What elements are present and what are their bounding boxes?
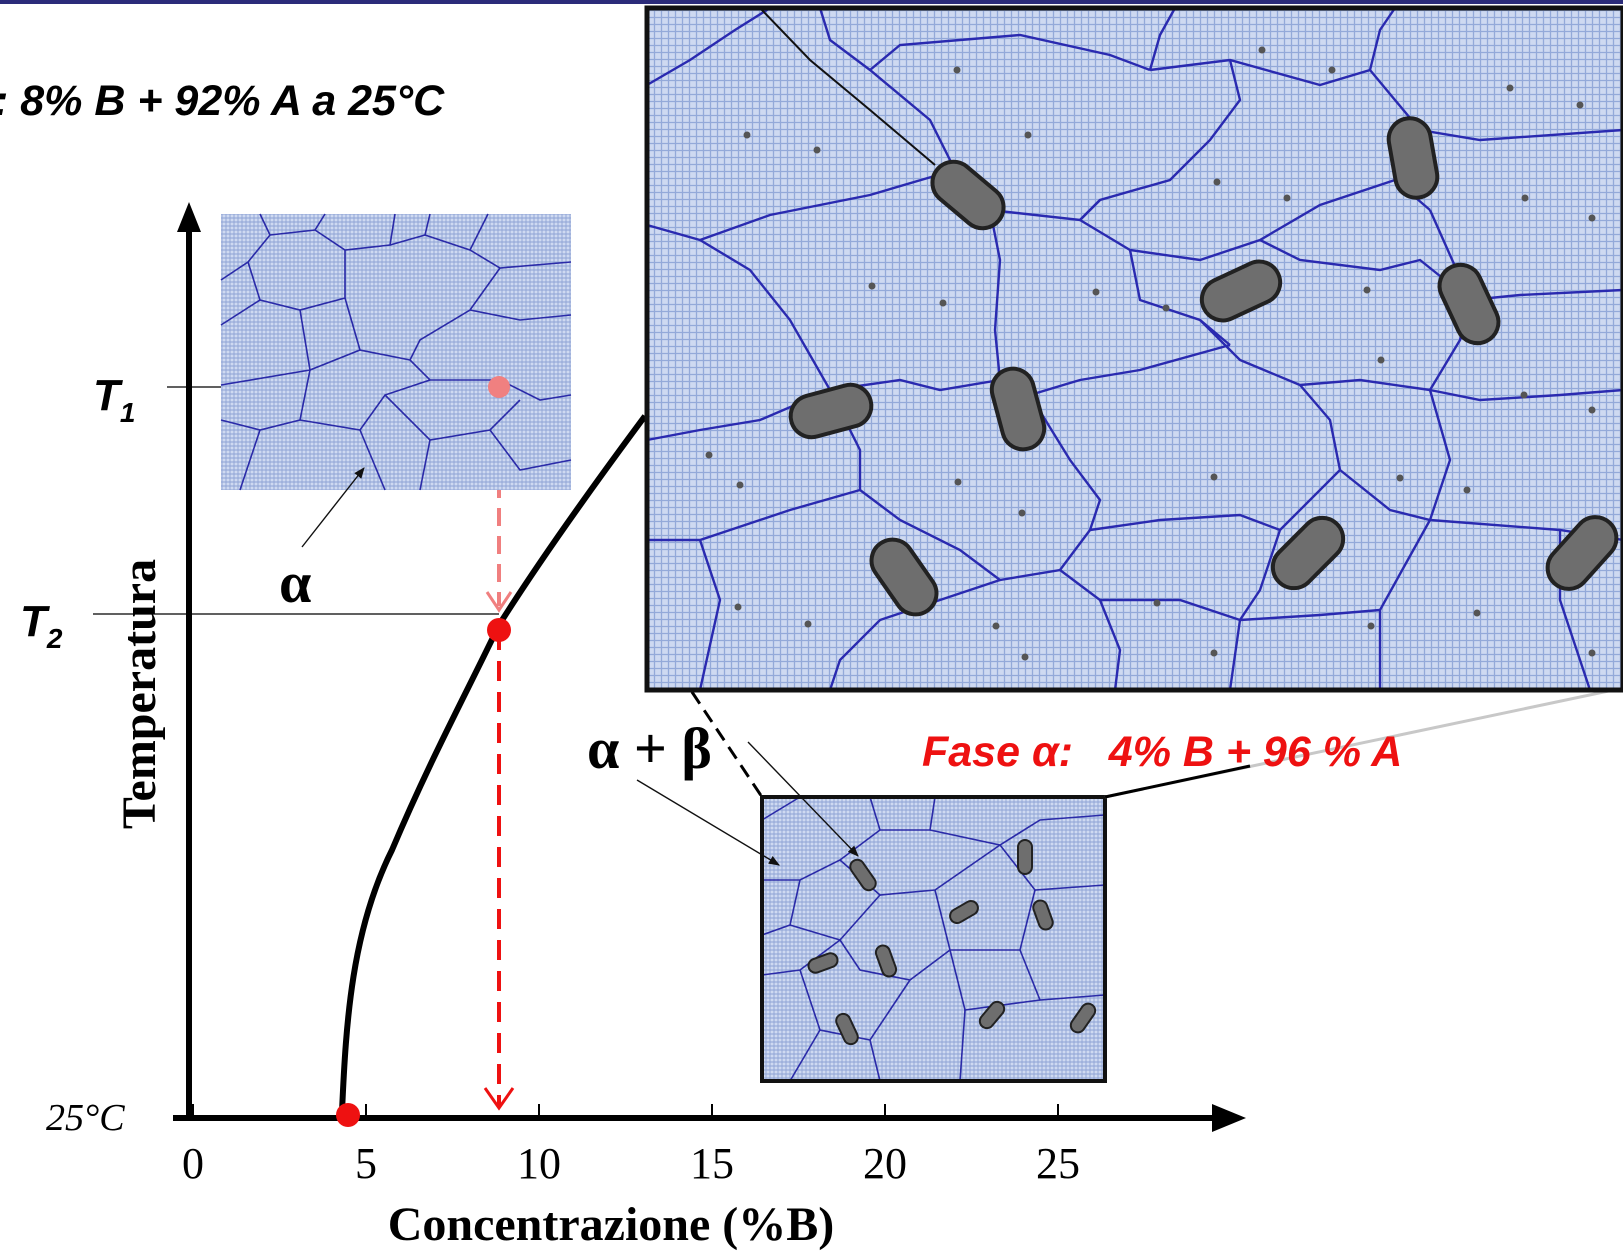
alpha-beta-label: α + β — [587, 716, 712, 781]
t1-point-marker — [488, 376, 510, 398]
header-composition-text: : 8% B + 92% A a 25°C — [0, 77, 445, 125]
t1-label: T1 — [93, 371, 135, 428]
t1-to-t2-arrowhead — [485, 591, 513, 613]
t2-to-base-arrowhead — [483, 1087, 515, 1111]
base-point-marker — [336, 1103, 360, 1127]
x-tick-label-0: 0 — [182, 1139, 204, 1188]
x-tick-label-20: 20 — [863, 1139, 907, 1188]
alpha-label: α — [279, 550, 311, 615]
t2-point-marker — [487, 618, 511, 642]
alpha-micrograph-small — [220, 213, 572, 491]
base-temperature-label: 25°C — [46, 1097, 125, 1139]
top-rule — [0, 0, 1623, 4]
phase-alpha-composition: Fase α: 4% B + 96 % A — [922, 728, 1402, 776]
x-ticks: 0 5 10 15 20 25 — [182, 1104, 1080, 1188]
y-axis-arrowhead — [177, 202, 201, 232]
x-axis-arrowhead — [1212, 1104, 1246, 1132]
x-tick-label-25: 25 — [1036, 1139, 1080, 1188]
alpha-beta-pointer-2 — [747, 741, 859, 857]
alpha-beta-micrograph-small — [760, 795, 1107, 1083]
alpha-beta-pointer-1 — [636, 779, 780, 866]
x-tick-label-5: 5 — [355, 1139, 377, 1188]
solvus-curve — [339, 414, 648, 1113]
x-tick-label-10: 10 — [517, 1139, 561, 1188]
zoom-connector-right-dark — [1104, 764, 1251, 799]
t2-label: T2 — [20, 597, 63, 654]
y-axis-title: Temperatura — [113, 559, 166, 829]
x-axis-title: Concentrazione (%B) — [388, 1198, 835, 1251]
alpha-beta-micrograph-zoom — [644, 5, 1623, 693]
x-tick-label-15: 15 — [690, 1139, 734, 1188]
alpha-pointer-line — [301, 467, 365, 548]
